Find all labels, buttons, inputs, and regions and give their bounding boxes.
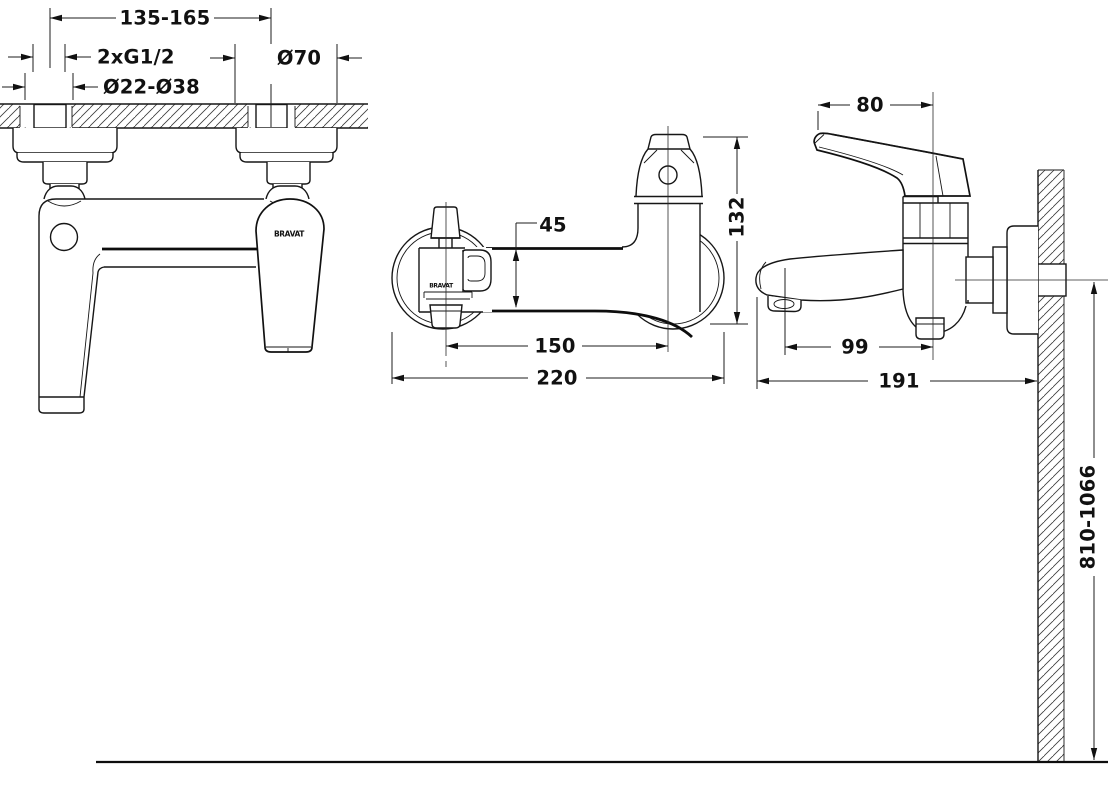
dim-cover-range: Ø22-Ø38 <box>103 76 200 99</box>
valve-block-front-view: BRAVAT <box>418 206 492 329</box>
escutcheon-left <box>12 128 118 194</box>
dim-total-height: 132 <box>726 196 749 237</box>
dim-escutcheon-diameter: Ø70 <box>277 47 321 70</box>
wall-section-side <box>1037 169 1065 762</box>
side-view: 80 99 191 810-1066 <box>755 92 1108 762</box>
inlet-pipe-left <box>33 103 67 129</box>
escutcheon-right <box>235 128 338 194</box>
dim-thread: 2xG1/2 <box>97 46 175 69</box>
front-view: BRAVAT 45 132 150 220 <box>391 126 749 390</box>
brand-logo-front-view: BRAVAT <box>429 283 454 290</box>
dim-total-projection: 191 <box>878 370 919 393</box>
side-view-dimensions: 80 99 191 810-1066 <box>756 94 1100 760</box>
diverter-button <box>49 222 79 252</box>
dim-handle-projection: 80 <box>856 94 884 117</box>
check-valve-cap <box>915 317 945 340</box>
dim-center-distance: 150 <box>534 335 575 358</box>
lever-handle-top-view: BRAVAT <box>255 198 325 353</box>
top-view-dimensions: 135-165 2xG1/2 Ø22-Ø38 Ø70 <box>2 7 362 127</box>
dim-body-height: 45 <box>539 214 567 237</box>
lever-handle-side-view <box>813 132 972 203</box>
spout-side-view <box>755 249 904 313</box>
front-view-dimensions: 45 132 150 220 <box>391 136 749 390</box>
mixer-body-side-view <box>902 202 969 340</box>
flare-right <box>265 185 310 200</box>
dim-mounting-height: 810-1066 <box>1077 465 1100 570</box>
dim-spout-center: 99 <box>841 336 869 359</box>
top-view: BRAVAT 135-165 2xG1/2 Ø22-Ø38 Ø70 <box>0 7 368 414</box>
brand-logo-top-view: BRAVAT <box>274 230 305 239</box>
dim-total-width: 220 <box>536 367 577 390</box>
dim-pipe-spacing: 135-165 <box>120 7 211 30</box>
flare-left <box>43 185 86 200</box>
